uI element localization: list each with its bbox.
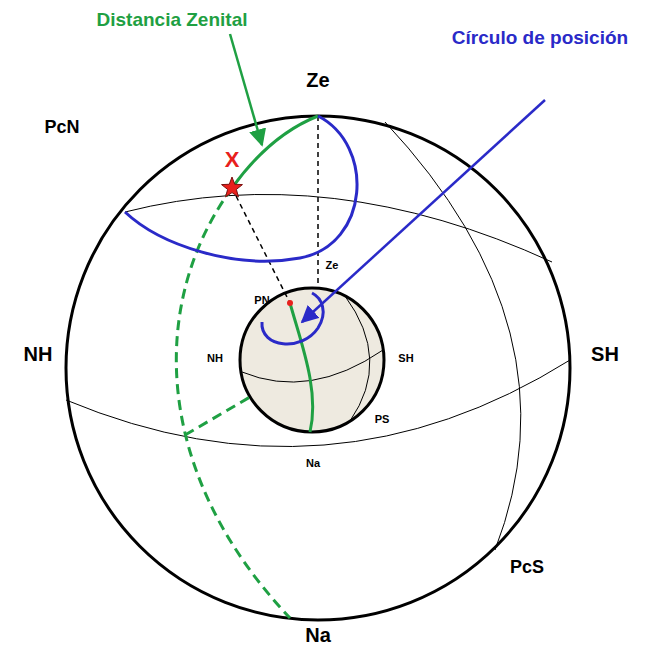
zenith-distance-arc — [232, 116, 318, 188]
star-label: X — [223, 148, 242, 172]
point-label: PcN — [42, 118, 81, 138]
substellar-point — [287, 300, 293, 306]
earth-horizon-line — [242, 350, 383, 382]
position-circle — [125, 116, 357, 261]
earth-point-label: SH — [396, 352, 415, 364]
leader-arrow — [302, 100, 545, 322]
star-symbol — [222, 177, 243, 197]
star-dashed-line — [232, 188, 290, 303]
point-label: SH — [589, 343, 621, 365]
earth-position-circle — [262, 293, 323, 344]
zenith-dashed-line — [317, 116, 319, 288]
earth-point-label: Na — [304, 457, 322, 469]
point-label: NH — [22, 343, 55, 365]
leader-arrow — [230, 34, 262, 145]
earth-meridian-arc — [290, 303, 313, 432]
zenith-projection-dashed — [185, 397, 250, 435]
meridian-line — [385, 122, 521, 550]
callout-title: Distancia Zenital — [95, 10, 250, 31]
callout-title: Círculo de posición — [450, 28, 630, 49]
point-label: Na — [303, 624, 333, 646]
point-label: PcS — [508, 558, 546, 578]
celestial-sphere — [66, 116, 570, 620]
parallel-line — [125, 194, 552, 262]
earth-meridian-line — [345, 296, 370, 421]
earth-point-label: PN — [252, 294, 271, 306]
earth-point-label: NH — [205, 352, 225, 364]
earth-point-label: PS — [373, 413, 392, 425]
point-label: Ze — [304, 69, 331, 91]
earth-point-label: Ze — [324, 259, 341, 271]
zenith-distance-dashed — [176, 188, 290, 618]
earth-sphere — [240, 288, 384, 432]
